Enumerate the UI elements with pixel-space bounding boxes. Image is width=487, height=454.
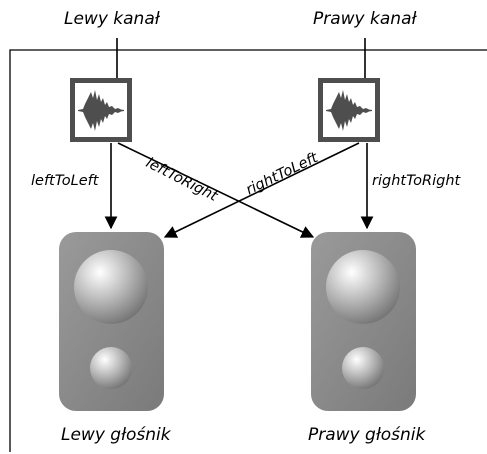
frame-border bbox=[9, 49, 487, 452]
right-channel-label: Prawy kanał bbox=[313, 9, 417, 29]
left-speaker-label: Lewy głośnik bbox=[61, 425, 171, 445]
left-speaker-icon bbox=[59, 232, 164, 411]
right-speaker-label: Prawy głośnik bbox=[308, 425, 426, 445]
right-channel-waveform-icon bbox=[318, 78, 380, 142]
arrow-left-to-right bbox=[117, 142, 315, 238]
arrow-right-to-left bbox=[163, 142, 360, 238]
left-channel-label: Lewy kanał bbox=[64, 9, 160, 29]
right-speaker-icon bbox=[311, 232, 416, 411]
left-channel-waveform-icon bbox=[70, 78, 132, 142]
left-to-left-label: leftToLeft bbox=[31, 173, 99, 189]
right-to-right-label: rightToRight bbox=[372, 173, 461, 189]
